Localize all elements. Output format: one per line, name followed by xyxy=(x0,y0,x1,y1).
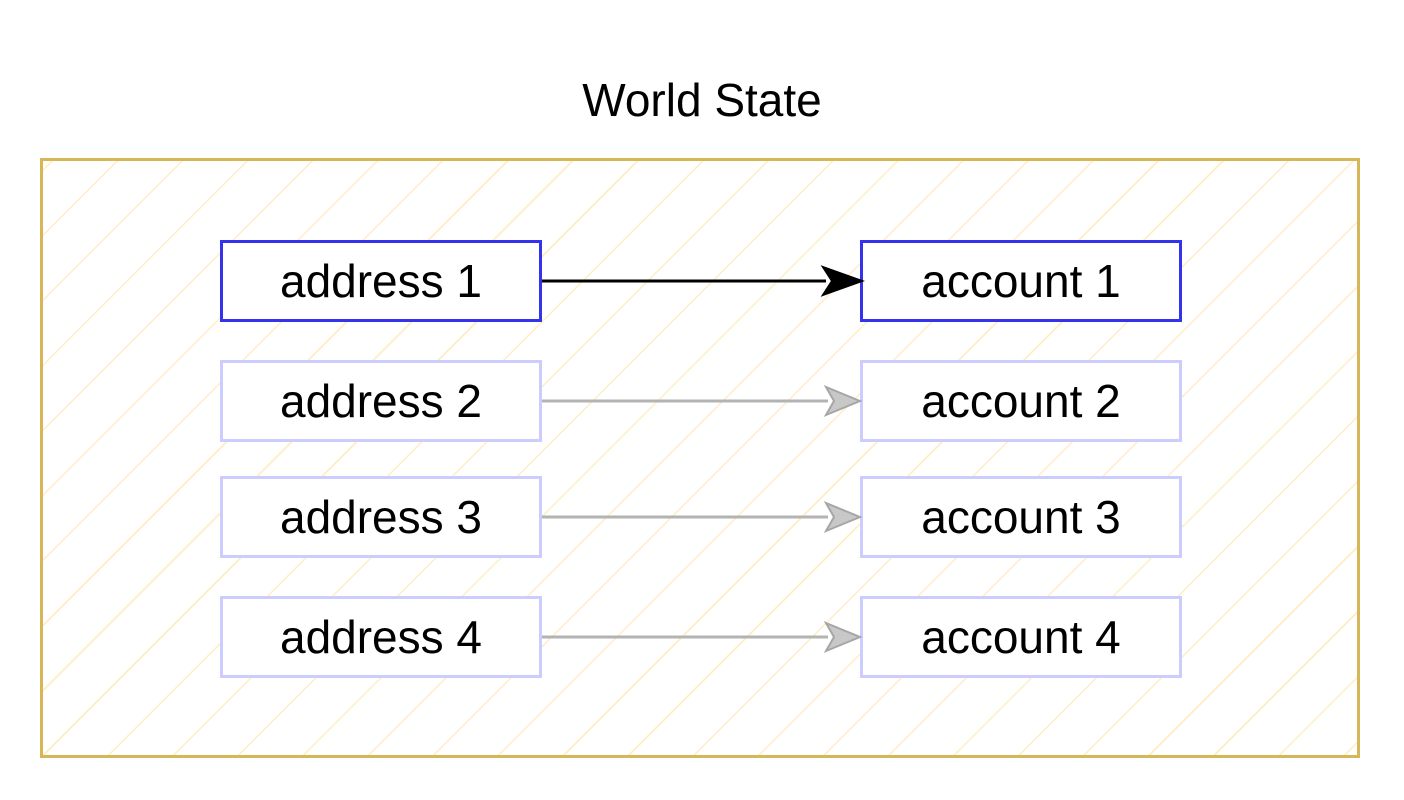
account-box-4: account 4 xyxy=(860,596,1182,678)
address-box-1: address 1 xyxy=(220,240,542,322)
account-box-3: account 3 xyxy=(860,476,1182,558)
address-box-2: address 2 xyxy=(220,360,542,442)
address-label-2: address 2 xyxy=(279,375,482,427)
address-label-1: address 1 xyxy=(279,255,482,307)
address-label-4: address 4 xyxy=(279,611,482,663)
address-box-4: address 4 xyxy=(220,596,542,678)
address-box-3: address 3 xyxy=(220,476,542,558)
account-label-3: account 3 xyxy=(921,491,1121,543)
account-label-4: account 4 xyxy=(921,611,1121,663)
address-label-3: address 3 xyxy=(279,491,482,543)
diagram-title: World State xyxy=(582,74,822,126)
account-label-1: account 1 xyxy=(921,255,1121,307)
account-box-1: account 1 xyxy=(860,240,1182,322)
account-label-2: account 2 xyxy=(921,375,1121,427)
account-box-2: account 2 xyxy=(860,360,1182,442)
